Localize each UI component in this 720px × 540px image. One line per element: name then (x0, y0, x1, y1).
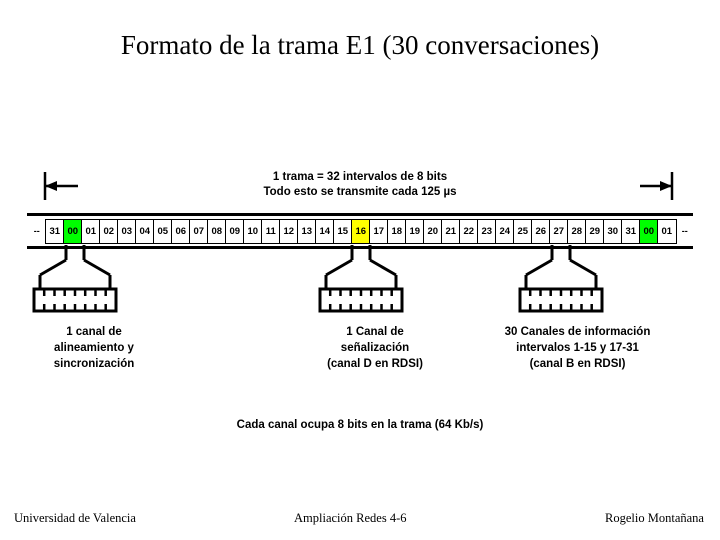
timeslot-cell: 28 (567, 219, 587, 244)
sync-caption-line1: 1 canal de (66, 326, 122, 338)
timeslot-cell: 00 (63, 219, 83, 244)
signalling-caption-line1: 1 Canal de (346, 326, 404, 338)
timeslot-cell: 01 (657, 219, 677, 244)
timeslot-cell: 18 (387, 219, 407, 244)
strip-rule-bottom (27, 246, 693, 249)
timeslot-cell: 23 (477, 219, 497, 244)
footer-author: Rogelio Montañana (605, 511, 704, 525)
timeslot-ellipsis: -- (33, 226, 40, 236)
sync-channel-expander (22, 245, 142, 320)
information-caption-line1: 30 Canales de información (504, 326, 651, 338)
information-channels-expander (508, 245, 628, 320)
timeslot-cell: 02 (99, 219, 119, 244)
timeslot-cell: 22 (459, 219, 479, 244)
page-title: Formato de la trama E1 (30 conversacione… (120, 30, 600, 60)
information-channels-caption: 30 Canales de información intervalos 1-1… (465, 324, 690, 372)
strip-rule-top (27, 213, 693, 216)
span-caption-line2: Todo esto se transmite cada 125 µs (263, 186, 457, 198)
timeslot-cell: 31 (45, 219, 65, 244)
timeslot-cell: 09 (225, 219, 245, 244)
frame-span-arrow (0, 160, 720, 205)
timeslot-cell: 10 (243, 219, 263, 244)
timeslot-cell: 30 (603, 219, 623, 244)
information-expander-svg (518, 245, 604, 313)
timeslot-cell: 04 (135, 219, 155, 244)
span-arrow-svg (43, 172, 674, 200)
timeslot-ellipsis: -- (681, 226, 688, 236)
timeslot-cell: 20 (423, 219, 443, 244)
timeslot-cell: 01 (81, 219, 101, 244)
timeslot-cell: 12 (279, 219, 299, 244)
information-caption-line2: intervalos 1-15 y 17-31 (516, 342, 639, 354)
timeslot-cell: 16 (351, 219, 371, 244)
timeslot-cell: 14 (315, 219, 335, 244)
sync-expander-svg (32, 245, 118, 313)
signalling-expander-svg (318, 245, 404, 313)
timeslot-cell: 19 (405, 219, 425, 244)
signalling-channel-expander (308, 245, 428, 320)
sync-caption-line2: alineamiento y (54, 342, 134, 354)
timeslot-cell: 31 (621, 219, 641, 244)
timeslot-cell: 21 (441, 219, 461, 244)
frame-span-caption: 1 trama = 32 intervalos de 8 bits Todo e… (0, 170, 720, 200)
footer-institution: Universidad de Valencia (14, 511, 136, 525)
timeslot-cell: 07 (189, 219, 209, 244)
timeslot-cell: 24 (495, 219, 515, 244)
timeslot-cell: 27 (549, 219, 569, 244)
information-caption-line3: (canal B en RDSI) (529, 358, 626, 370)
timeslot-cell: 08 (207, 219, 227, 244)
timeslot-cell: 17 (369, 219, 389, 244)
timeslot-cell: 29 (585, 219, 605, 244)
signalling-channel-caption: 1 Canal de señalización (canal D en RDSI… (285, 324, 465, 372)
slide-footer: Universidad de Valencia Ampliación Redes… (0, 511, 720, 531)
signalling-caption-line3: (canal D en RDSI) (327, 358, 423, 370)
sync-caption-line3: sincronización (53, 358, 135, 370)
timeslot-cell: 25 (513, 219, 533, 244)
footer-course: Ampliación Redes 4-6 (294, 511, 407, 525)
timeslot-cell: 03 (117, 219, 137, 244)
signalling-caption-line2: señalización (340, 342, 410, 354)
span-caption-line1: 1 trama = 32 intervalos de 8 bits (272, 171, 448, 183)
timeslot-cell: 13 (297, 219, 317, 244)
timeslot-cell: 06 (171, 219, 191, 244)
timeslot-cell: 00 (639, 219, 659, 244)
timeslot-cell: 26 (531, 219, 551, 244)
timeslot-cell: 11 (261, 219, 281, 244)
timeslot-cell: 15 (333, 219, 353, 244)
sync-channel-caption: 1 canal de alineamiento y sincronización (6, 324, 182, 372)
channel-bitrate-note: Cada canal ocupa 8 bits en la trama (64 … (236, 419, 484, 431)
timeslot-cell: 05 (153, 219, 173, 244)
